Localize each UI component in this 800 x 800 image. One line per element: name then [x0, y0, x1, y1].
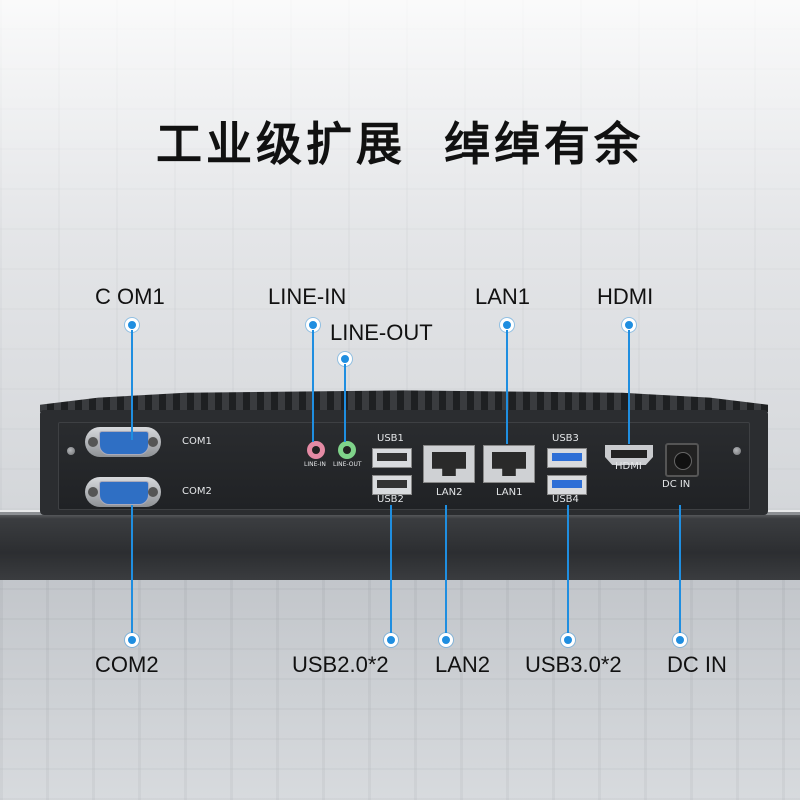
callout-dot-lan2 [439, 633, 453, 647]
screw-icon [67, 447, 75, 455]
callout-line-hdmi [628, 330, 630, 444]
io-plate: COM1 COM2 LINE-IN LINE-OUT USB1 USB2 LAN… [58, 422, 750, 510]
hdmi-plate-label: HDMI [615, 461, 642, 472]
dc-in-jack [665, 443, 699, 477]
screw-icon [733, 447, 741, 455]
usb1-port [372, 448, 412, 468]
usb2-plate-label: USB2 [377, 494, 404, 505]
usb1-plate-label: USB1 [377, 433, 404, 444]
callout-line-line-out [344, 364, 346, 442]
lan2-port [423, 445, 475, 483]
lan1-port [483, 445, 535, 483]
lan2-plate-label: LAN2 [436, 487, 463, 498]
callout-dot-dc-in [673, 633, 687, 647]
callout-line-usb2 [390, 505, 392, 635]
callout-lan1: LAN1 [475, 284, 531, 309]
usb2-port [372, 475, 412, 495]
callout-lan2: LAN2 [435, 652, 491, 677]
usb4-plate-label: USB4 [552, 494, 579, 505]
callout-dot-com2 [125, 633, 139, 647]
heatsink-fins [40, 390, 768, 412]
dc-in-plate-label: DC IN [662, 479, 691, 490]
line-out-plate-label: LINE-OUT [333, 461, 362, 468]
callout-line-line-in [312, 330, 314, 442]
callout-usb3: USB3.0*2 [525, 652, 622, 677]
callout-dot-usb2 [384, 633, 398, 647]
line-in-plate-label: LINE-IN [304, 461, 326, 468]
lan1-plate-label: LAN1 [496, 487, 523, 498]
usb3-port [547, 448, 587, 468]
com2-port [85, 477, 161, 507]
usb4-port [547, 475, 587, 495]
callout-dot-usb3 [561, 633, 575, 647]
callout-line-out: LINE-OUT [330, 320, 433, 345]
callout-line-lan1 [506, 330, 508, 444]
callout-com1: C OM1 [95, 284, 165, 309]
panel-strip [0, 512, 800, 580]
hdmi-port [605, 445, 653, 465]
com1-plate-label: COM1 [182, 436, 212, 447]
factory-background-bottom [0, 580, 800, 800]
callout-usb2: USB2.0*2 [292, 652, 389, 677]
callout-dc-in: DC IN [667, 652, 727, 677]
callout-line-in: LINE-IN [268, 284, 347, 309]
line-out-jack [338, 441, 356, 459]
com1-port [85, 427, 161, 457]
callout-com2: COM2 [95, 652, 159, 677]
line-in-jack [307, 441, 325, 459]
callout-line-dc-in [679, 505, 681, 635]
callout-line-com1 [131, 330, 133, 440]
callout-line-lan2 [445, 505, 447, 635]
callout-line-usb3 [567, 505, 569, 635]
com2-plate-label: COM2 [182, 486, 212, 497]
headline: 工业级扩展 绰绰有余 [155, 117, 644, 171]
callout-line-com2 [131, 505, 133, 635]
callout-hdmi: HDMI [597, 284, 654, 309]
usb3-plate-label: USB3 [552, 433, 579, 444]
